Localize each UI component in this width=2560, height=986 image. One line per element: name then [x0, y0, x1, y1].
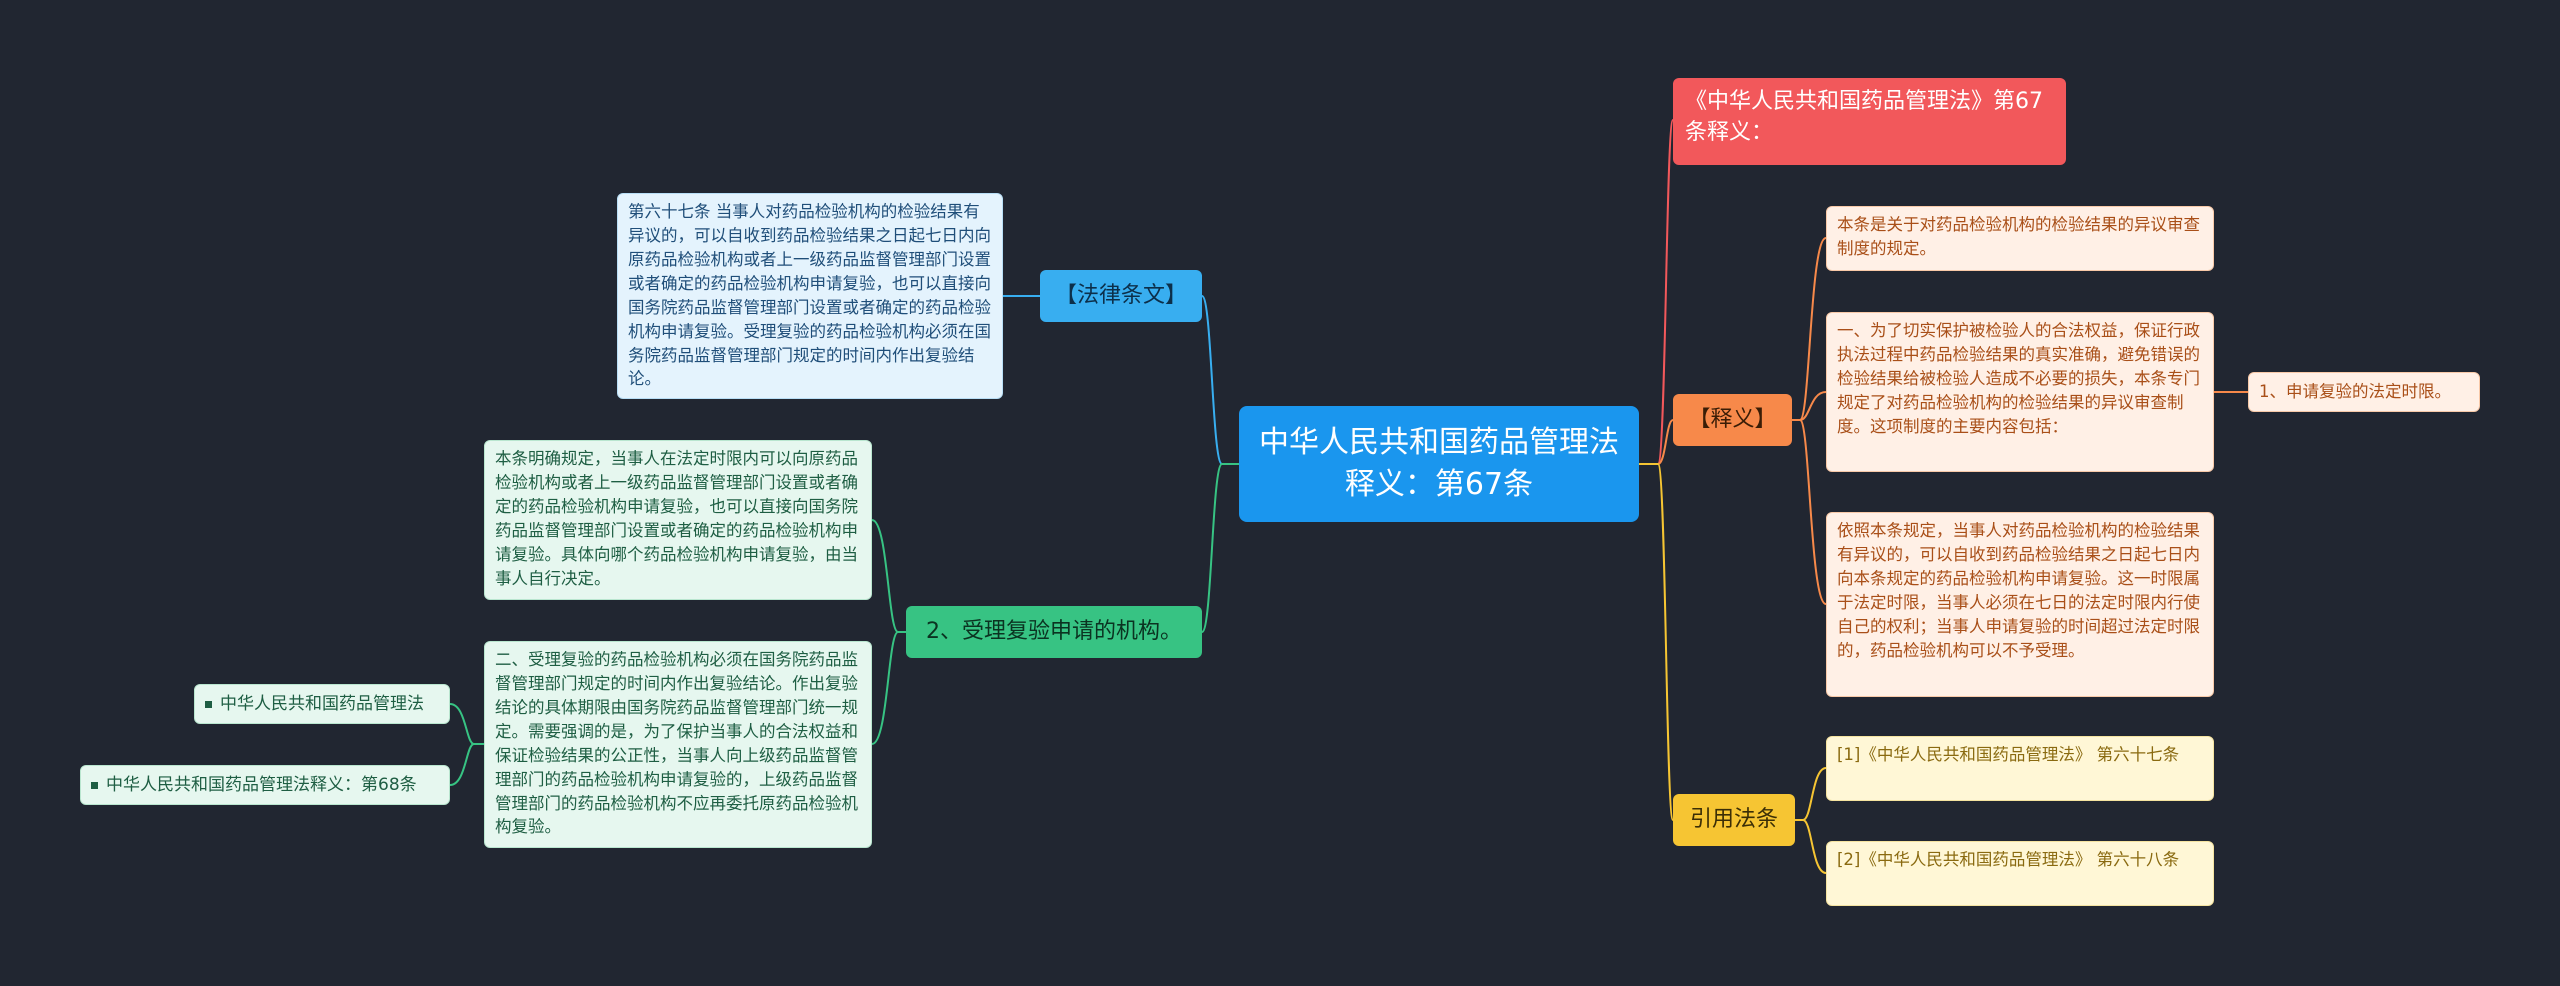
link-root-law	[1201, 295, 1239, 465]
link-review-2	[871, 631, 906, 745]
related-item-2[interactable]: 中华人民共和国药品管理法释义：第68条	[80, 765, 450, 805]
root-topic[interactable]: 中华人民共和国药品管理法释义：第67条	[1239, 406, 1639, 522]
related-item-label: 中华人民共和国药品管理法	[220, 693, 424, 714]
link-cite-1	[1795, 767, 1827, 821]
link-shiyi-3	[1792, 419, 1827, 605]
link-cite-2	[1795, 819, 1827, 874]
review-branch[interactable]: 2、受理复验申请的机构。	[906, 606, 1202, 658]
link-related-2	[449, 743, 484, 786]
link-root-review	[1201, 463, 1239, 633]
link-review-1	[871, 519, 906, 633]
review-item-2[interactable]: 二、受理复验的药品检验机构必须在国务院药品监督管理部门规定的时间内作出复验结论。…	[484, 641, 872, 848]
article-header-node[interactable]: 《中华人民共和国药品管理法》第67条释义：	[1673, 78, 2066, 165]
link-related-1	[449, 703, 484, 745]
cite-item-1[interactable]: [1]《中华人民共和国药品管理法》 第六十七条	[1826, 736, 2214, 801]
shiyi-sub-item[interactable]: 1、申请复验的法定时限。	[2248, 372, 2480, 412]
law-branch[interactable]: 【法律条文】	[1040, 270, 1202, 322]
cite-branch[interactable]: 引用法条	[1673, 794, 1795, 846]
link-root-cite	[1639, 463, 1674, 821]
link-root-header	[1639, 119, 1674, 465]
bullet-square-icon	[91, 781, 98, 789]
review-item-1[interactable]: 本条明确规定，当事人在法定时限内可以向原药品检验机构或者上一级药品监督管理部门设…	[484, 440, 872, 600]
link-shiyi-2	[1792, 391, 1827, 421]
shiyi-branch[interactable]: 【释义】	[1673, 394, 1792, 446]
link-root-shiyi	[1639, 419, 1674, 465]
shiyi-item-3[interactable]: 依照本条规定，当事人对药品检验机构的检验结果有异议的，可以自收到药品检验结果之日…	[1826, 512, 2214, 697]
shiyi-item-1[interactable]: 本条是关于对药品检验机构的检验结果的异议审查制度的规定。	[1826, 206, 2214, 271]
related-item-1[interactable]: 中华人民共和国药品管理法	[194, 684, 450, 724]
shiyi-item-2[interactable]: 一、为了切实保护被检验人的合法权益，保证行政执法过程中药品检验结果的真实准确，避…	[1826, 312, 2214, 472]
bullet-square-icon	[205, 700, 212, 708]
law-text[interactable]: 第六十七条 当事人对药品检验机构的检验结果有异议的，可以自收到药品检验结果之日起…	[617, 193, 1003, 399]
cite-item-2[interactable]: [2]《中华人民共和国药品管理法》 第六十八条	[1826, 841, 2214, 906]
related-item-label: 中华人民共和国药品管理法释义：第68条	[106, 774, 417, 795]
link-shiyi-1	[1792, 237, 1827, 421]
